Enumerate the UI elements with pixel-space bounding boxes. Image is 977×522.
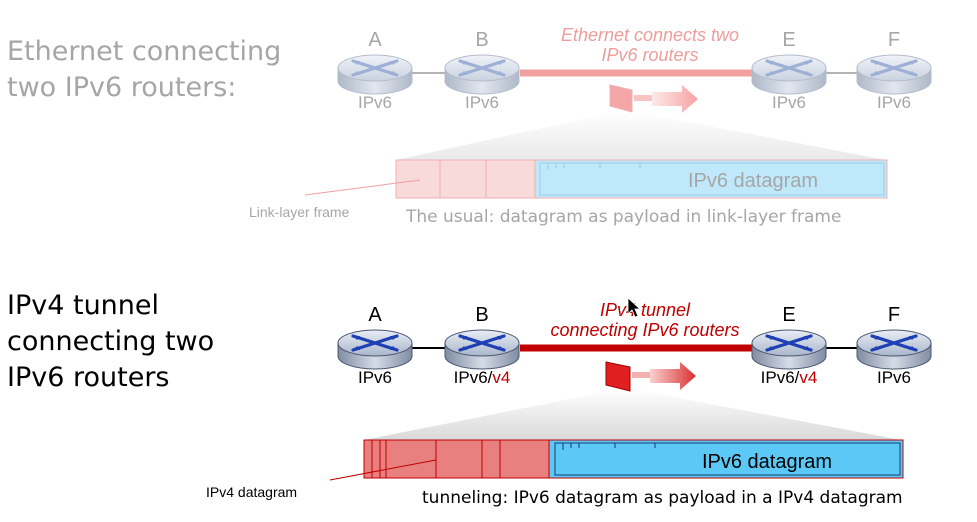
bottom-router-letter: B [475,304,488,326]
bottom-router-e-icon [751,329,827,370]
top-router-letter: A [368,29,382,51]
top-router-letter: B [475,29,488,51]
top-router-proto-base: IPv6 [877,93,911,112]
top-router-proto: IPv6 [358,93,392,112]
bottom-link-label-line1: IPv4 tunnel [600,300,691,320]
bottom-router-proto: IPv6 [877,368,911,387]
router-arrows-icon [351,334,399,352]
top-frame-label: Link-layer frame [249,204,350,220]
top-router-proto-base: IPv6 [772,93,806,112]
bottom-link-label-line2: connecting IPv6 routers [550,320,739,340]
bottom-router-proto-base: IPv6/ [761,368,800,387]
router-arrows-icon [870,334,918,352]
top-router-proto: IPv6 [465,93,499,112]
top-link-layer-frame [395,159,888,199]
bottom-router-proto-base: IPv6 [877,368,911,387]
bottom-router-proto: IPv6/v4 [761,368,818,387]
top-heading-line2: two IPv6 routers: [7,72,237,103]
top-router-b-icon [444,54,520,95]
top-heading: Ethernet connecting two IPv6 routers: [7,34,281,106]
top-router-a-icon [337,54,413,95]
bottom-heading-line1: IPv4 tunnel [7,290,160,321]
top-frame-pointer [304,179,421,196]
top-section: IPv6 datagram Link-layer frame The usual… [249,25,888,227]
bottom-router-proto-suffix: v4 [799,368,817,387]
router-arrows-icon [765,334,813,352]
bottom-router-a-icon [337,329,413,370]
bottom-frame-pointer [329,459,437,481]
top-router-f-icon [856,54,932,95]
top-zoom-wedge [396,110,886,160]
bottom-router-f-icon [856,329,932,370]
bottom-router-letter: E [782,304,795,326]
bottom-ipv4-datagram [363,439,904,479]
top-router-proto-base: IPv6 [358,93,392,112]
bottom-router-proto-suffix: v4 [492,368,510,387]
bottom-section: IPv6 datagram IPv4 datagram tunneling: I… [206,297,904,508]
top-router-letter: F [888,29,900,51]
top-packet-icon [609,84,633,113]
router-arrows-icon [458,59,506,77]
top-payload-label: IPv6 datagram [688,170,818,192]
bottom-packet-icon [605,361,631,392]
top-arrow-icon [652,85,698,113]
bottom-router-proto-base: IPv6/ [454,368,493,387]
top-router-proto: IPv6 [877,93,911,112]
bottom-heading: IPv4 tunnel connecting two IPv6 routers [7,288,214,396]
bottom-heading-line3: IPv6 routers [7,362,170,393]
router-arrows-icon [870,59,918,77]
router-arrows-icon [458,334,506,352]
bottom-router-proto: IPv6 [358,368,392,387]
top-routers: A IPv6 B IPv6 E IPv6 F IPv6 [337,29,932,112]
bottom-zoom-wedge [364,388,901,440]
bottom-caption: tunneling: IPv6 datagram as payload in a… [422,488,903,508]
bottom-router-letter: F [888,304,900,326]
mouse-cursor-icon [627,297,642,318]
bottom-router-letter: A [368,304,382,326]
bottom-payload-label: IPv6 datagram [702,451,832,473]
top-link-label-line1: Ethernet connects two [561,25,739,45]
top-router-proto: IPv6 [772,93,806,112]
bottom-router-proto: IPv6/v4 [454,368,511,387]
bottom-frame-label: IPv4 datagram [206,484,297,500]
bottom-arrow-icon [650,362,696,390]
top-router-proto-base: IPv6 [465,93,499,112]
bottom-router-proto-base: IPv6 [358,368,392,387]
bottom-router-b-icon [444,329,520,370]
top-heading-line1: Ethernet connecting [7,36,282,67]
top-caption: The usual: datagram as payload in link-l… [405,207,841,227]
bottom-routers: A IPv6 B IPv6/v4 E IPv6/v4 F IPv6 [337,304,932,387]
top-router-e-icon [751,54,827,95]
bottom-heading-line2: connecting two [7,326,215,357]
router-arrows-icon [765,59,813,77]
router-arrows-icon [351,59,399,77]
top-router-letter: E [782,29,795,51]
top-link-label-line2: IPv6 routers [601,45,698,65]
